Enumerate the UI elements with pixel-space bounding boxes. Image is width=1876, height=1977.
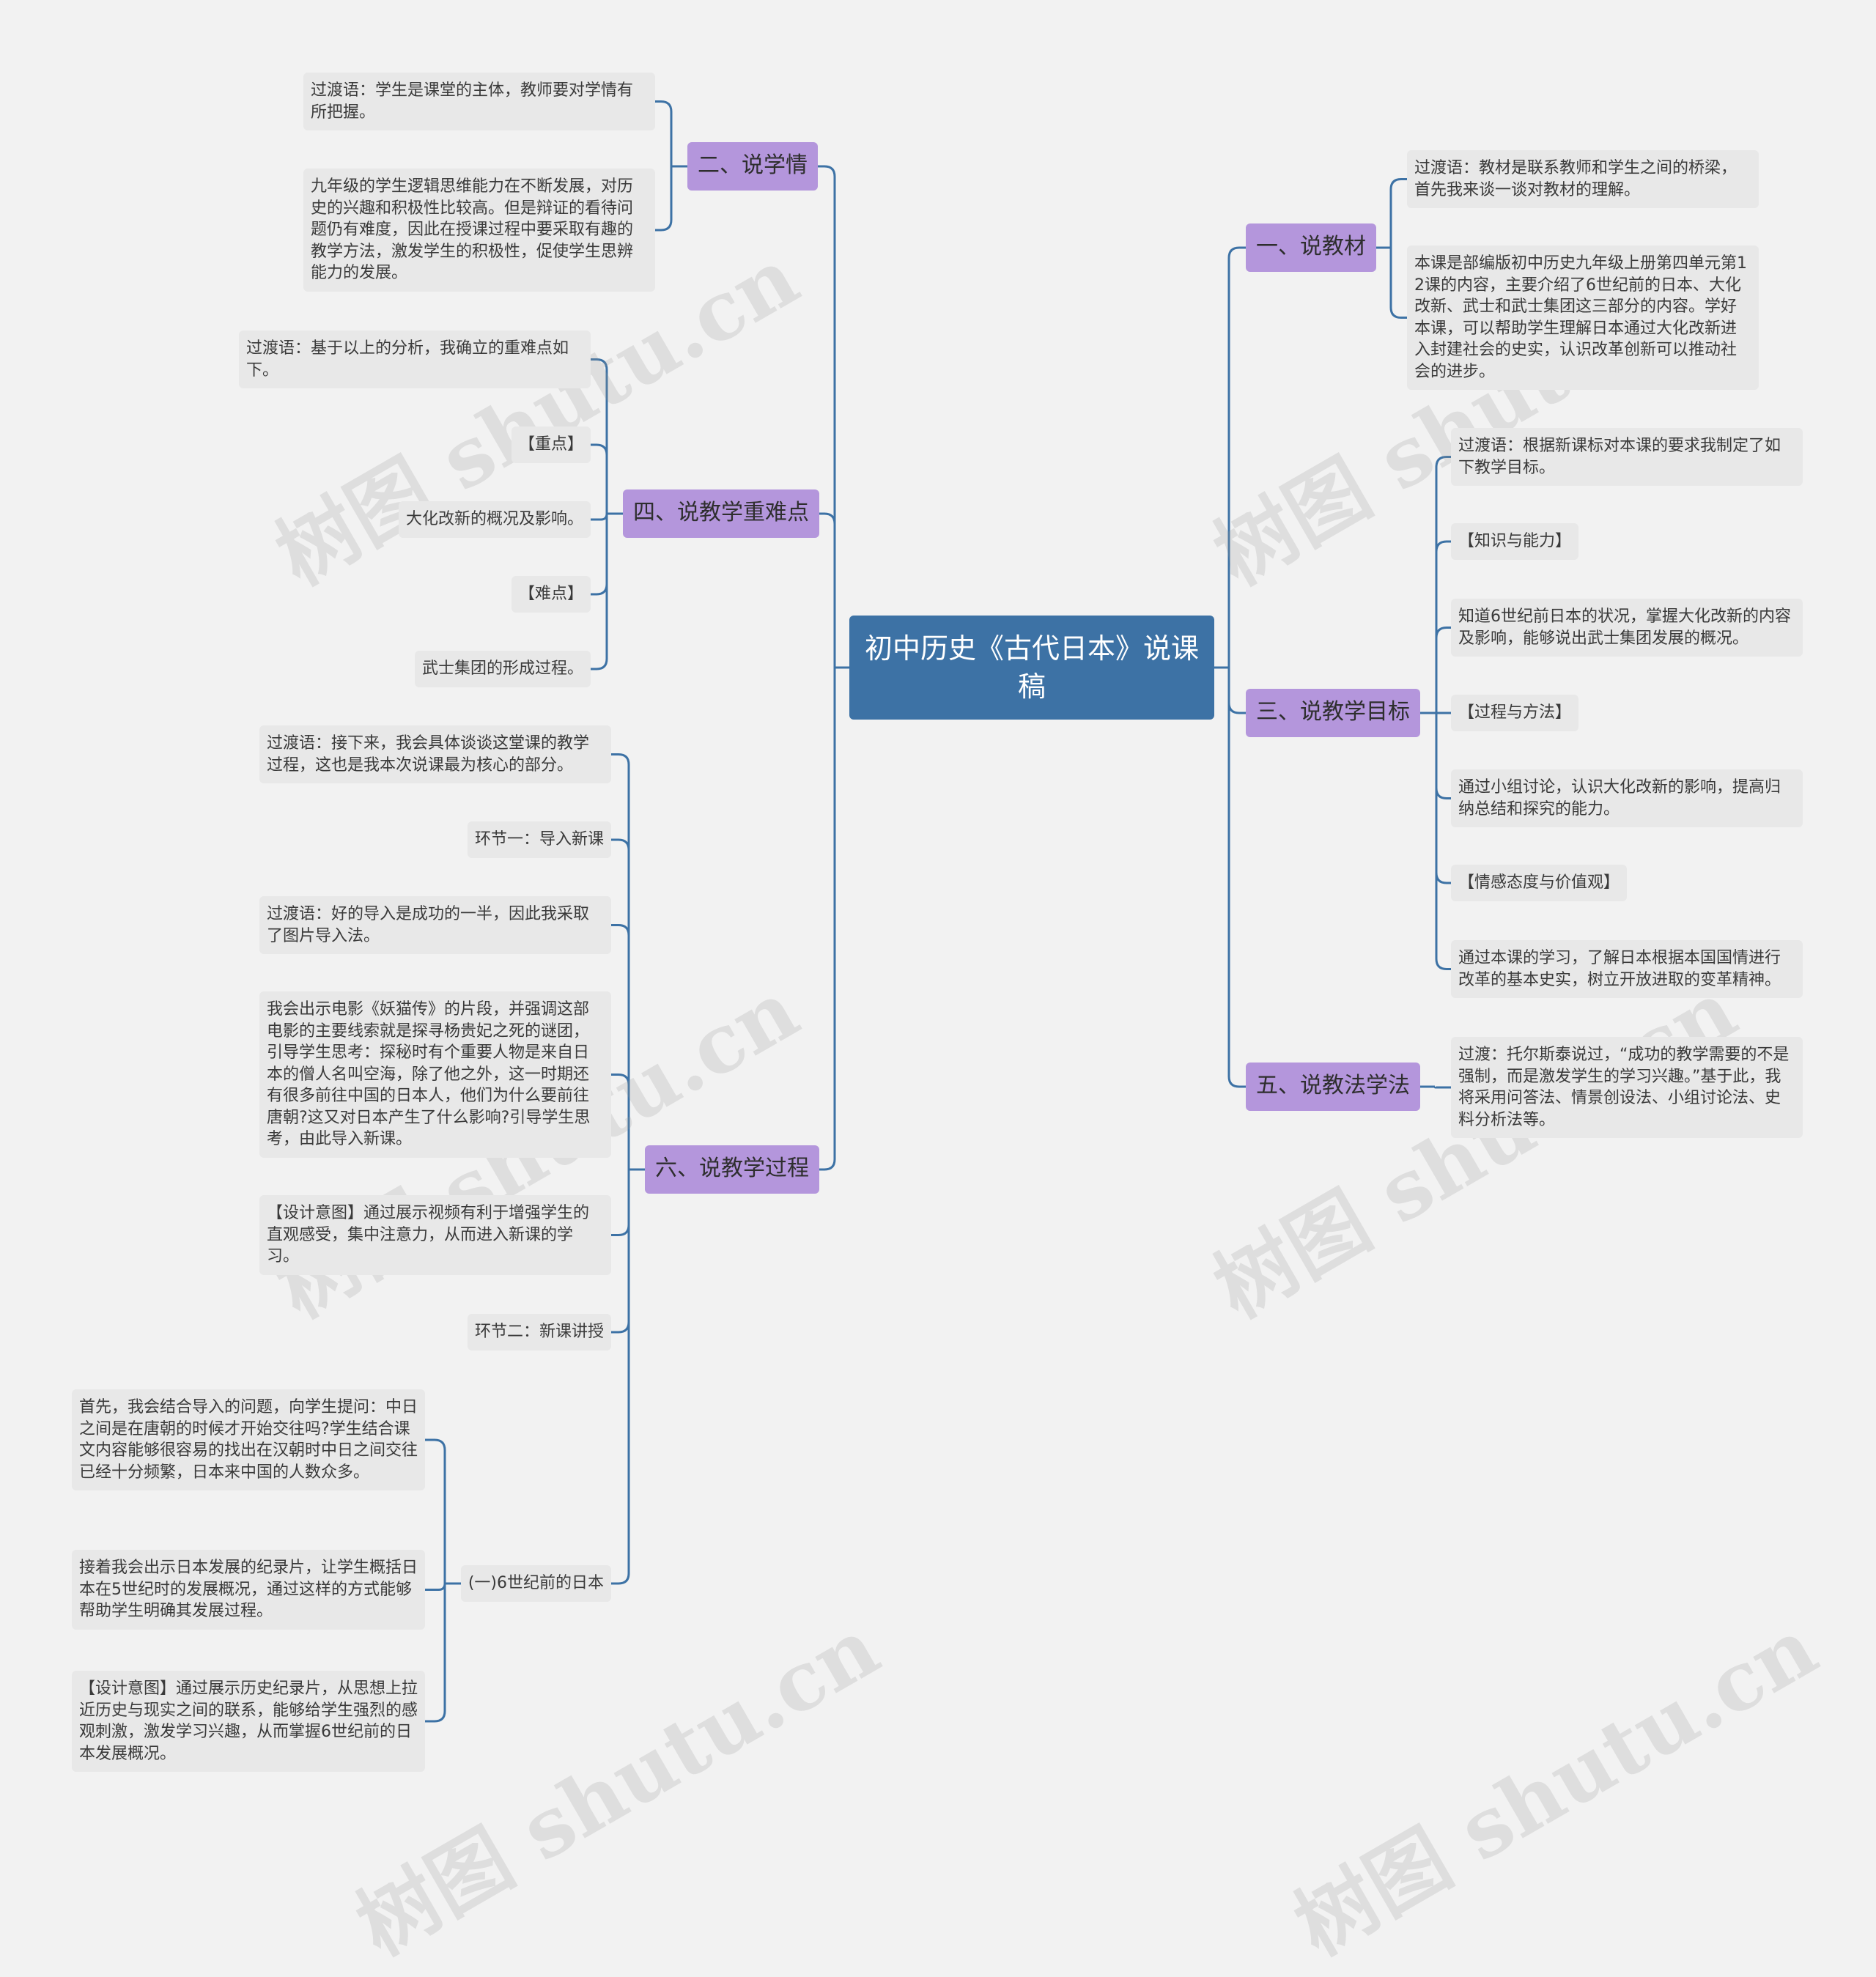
student-connector-link xyxy=(655,100,673,166)
leaf-goals-5[interactable]: 通过小组讨论，认识大化改新的影响，提高归纳总结和探究的能力。 xyxy=(1451,769,1803,827)
keypoints-connector-link xyxy=(591,514,608,670)
leaf-goals-7[interactable]: 通过本课的学习，了解日本根据本国国情进行改革的基本史实，树立开放进取的变革精神。 xyxy=(1451,940,1803,998)
leaf-pre6c-1[interactable]: 首先，我会结合导入的问题，向学生提问：中日之间是在唐朝的时候才开始交往吗?学生结… xyxy=(72,1389,425,1490)
pre6c-connector-link xyxy=(425,1584,446,1723)
branch-teaching-material[interactable]: 一、说教材 xyxy=(1246,223,1376,272)
leaf-goals-4[interactable]: 【过程与方法】 xyxy=(1451,695,1579,731)
branch-teaching-methods[interactable]: 五、说教法学法 xyxy=(1246,1063,1420,1111)
goals-connector-link xyxy=(1435,713,1451,970)
process-connector-link xyxy=(611,1169,630,1585)
branch-student-analysis[interactable]: 二、说学情 xyxy=(687,142,818,191)
leaf-student-2[interactable]: 九年级的学生逻辑思维能力在不断发展，对历史的兴趣和积极性比较高。但是辩证的看待问… xyxy=(303,169,655,292)
process-connector-link xyxy=(611,924,630,1169)
goals-connector-link xyxy=(1435,713,1451,799)
keypoints-connector-link xyxy=(591,443,608,514)
leaf-goals-3[interactable]: 知道6世纪前日本的状况，掌握大化改新的内容及影响，能够说出武士集团发展的概况。 xyxy=(1451,599,1803,657)
leaf-teaching-material-1[interactable]: 过渡语：教材是联系教师和学生之间的桥梁，首先我来谈一谈对教材的理解。 xyxy=(1407,150,1759,208)
leaf-goals-1[interactable]: 过渡语：根据新课标对本课的要求我制定了如下教学目标。 xyxy=(1451,428,1803,486)
branch-key-difficult-points[interactable]: 四、说教学重难点 xyxy=(623,489,819,538)
pre6c-connector-link xyxy=(425,1583,446,1591)
leaf-keypoints-3[interactable]: 大化改新的概况及影响。 xyxy=(398,501,591,538)
goals-connector-link xyxy=(1435,540,1451,713)
keypoints-connector-link xyxy=(591,358,608,514)
leaf-keypoints-4[interactable]: 【难点】 xyxy=(511,576,591,613)
root-right-connector-link xyxy=(1227,246,1246,668)
branch-teaching-goals[interactable]: 三、说教学目标 xyxy=(1246,689,1420,737)
leaf-process-6[interactable]: 环节二：新课讲授 xyxy=(467,1314,611,1350)
mind-map-canvas: 树图 shutu.cn 树图 shutu.cn 树图 shutu.cn 树图 s… xyxy=(72,73,1832,1974)
leaf-goals-6[interactable]: 【情感态度与价值观】 xyxy=(1451,865,1628,901)
student-connector-link xyxy=(655,166,673,232)
leaf-keypoints-2[interactable]: 【重点】 xyxy=(511,426,591,463)
leaf-goals-2[interactable]: 【知识与能力】 xyxy=(1451,523,1579,560)
leaf-student-1[interactable]: 过渡语：学生是课堂的主体，教师要对学情有所把握。 xyxy=(303,73,655,130)
process-connector-link xyxy=(611,838,630,1169)
goals-connector-link xyxy=(1435,627,1451,713)
goals-connector-link xyxy=(1435,456,1451,713)
root-right-connector-link xyxy=(1227,668,1246,714)
leaf-teaching-material-2[interactable]: 本课是部编版初中历史九年级上册第四单元第12课的内容，主要介绍了6世纪前的日本、… xyxy=(1407,245,1759,390)
process-connector-link xyxy=(611,1074,630,1169)
leaf-process-4[interactable]: 我会出示电影《妖猫传》的片段，并强调这部电影的主要线索就是探寻杨贵妃之死的谜团，… xyxy=(259,991,611,1158)
keypoints-connector-link xyxy=(591,514,608,596)
leaf-process-3[interactable]: 过渡语：好的导入是成功的一半，因此我采取了图片导入法。 xyxy=(259,896,611,954)
leaf-keypoints-5[interactable]: 武士集团的形成过程。 xyxy=(414,651,591,687)
leaf-keypoints-1[interactable]: 过渡语：基于以上的分析，我确立的重难点如下。 xyxy=(239,330,591,388)
root-right-connector-link xyxy=(1227,668,1246,1088)
material-connector-link xyxy=(1389,178,1407,248)
leaf-process-2[interactable]: 环节一：导入新课 xyxy=(467,821,611,858)
leaf-pre6c-3[interactable]: 【设计意图】通过展示历史纪录片，从思想上拉近历史与现实之间的联系，能够给学生强烈… xyxy=(72,1671,425,1772)
root-left-connector-link xyxy=(818,165,836,668)
pre6c-connector-link xyxy=(425,1438,446,1584)
connector-lines xyxy=(425,100,1451,1723)
leaf-methods-1[interactable]: 过渡：托尔斯泰说过，“成功的教学需要的不是强制，而是激发学生的学习兴趣。”基于此… xyxy=(1451,1037,1803,1138)
root-left-connector-link xyxy=(819,512,836,668)
leaf-process-1[interactable]: 过渡语：接下来，我会具体谈谈这堂课的教学过程，这也是我本次说课最为核心的部分。 xyxy=(259,725,611,783)
process-connector-link xyxy=(611,753,630,1169)
process-connector-link xyxy=(611,1169,630,1334)
leaf-process-5[interactable]: 【设计意图】通过展示视频有利于增强学生的直观感受，集中注意力，从而进入新课的学习… xyxy=(259,1195,611,1275)
leaf-pre6c-2[interactable]: 接着我会出示日本发展的纪录片，让学生概括日本在5世纪时的发展概况，通过这样的方式… xyxy=(72,1550,425,1630)
material-connector-link xyxy=(1389,248,1407,319)
keypoints-connector-link xyxy=(591,513,608,521)
root-topic[interactable]: 初中历史《古代日本》说课稿 xyxy=(849,616,1214,720)
branch-teaching-process[interactable]: 六、说教学过程 xyxy=(645,1145,819,1194)
leaf-process-sub[interactable]: (一)6世纪前的日本 xyxy=(460,1565,611,1602)
root-left-connector-link xyxy=(819,668,836,1171)
process-connector-link xyxy=(611,1169,630,1236)
